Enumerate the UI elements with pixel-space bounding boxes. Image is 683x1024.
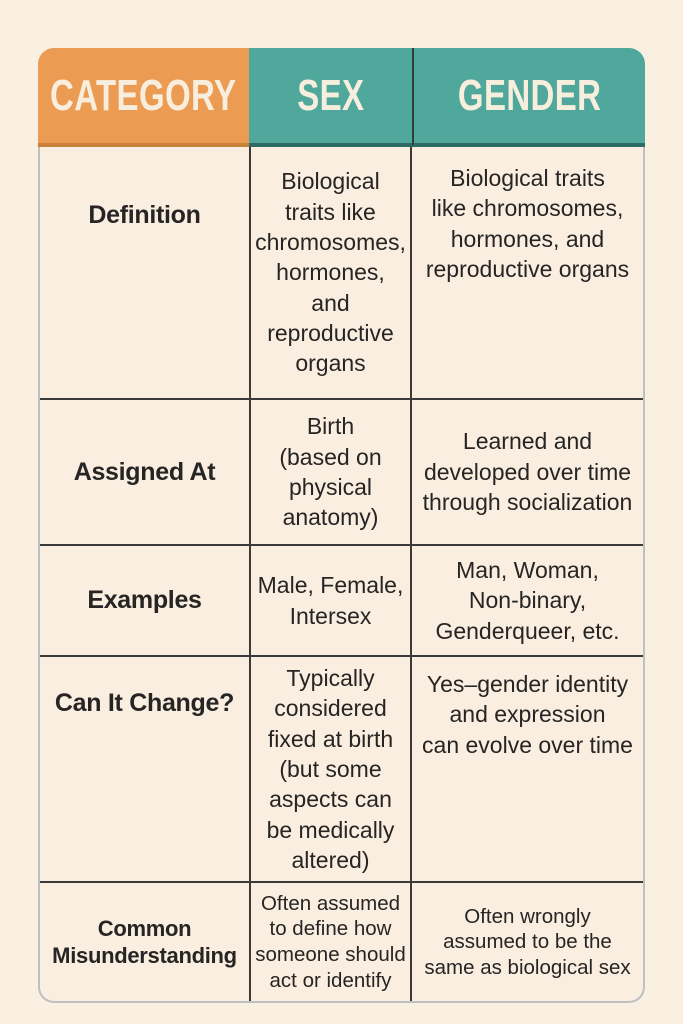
row-label-can-it-change: Can It Change? xyxy=(40,655,249,882)
common-misunderstanding-gender-cell: Often wrongly assumed to be the same as … xyxy=(412,881,643,1001)
definition-gender-cell: Biological traits like chromosomes, horm… xyxy=(425,165,630,283)
row-label-common-misunderstanding: Common Misunderstanding xyxy=(40,881,249,1001)
header-label-sex: SEX xyxy=(296,70,365,120)
examples-gender-cell: Man, Woman, Non-binary, Genderqueer, etc… xyxy=(412,544,643,655)
can-it-change-gender-cell: Yes–gender identity and expression can e… xyxy=(412,655,643,882)
row-label-examples: Examples xyxy=(40,544,249,655)
sex-vs-gender-table: CATEGORY SEX GENDER Definition Biologica… xyxy=(38,48,645,1003)
row-label-definition: Definition xyxy=(88,201,201,229)
can-it-change-sex-cell: Typically considered fixed at birth (but… xyxy=(249,655,412,882)
table-row-examples: Examples Male, Female, Intersex Man, Wom… xyxy=(40,544,643,655)
table-row-common-misunderstanding: Common Misunderstanding Often assumed to… xyxy=(40,881,643,1001)
common-misunderstanding-sex-cell: Often assumed to define how someone shou… xyxy=(249,881,412,1001)
table-row-assigned-at: Assigned At Birth (based on physical ana… xyxy=(40,398,643,544)
header-cell-sex: SEX xyxy=(249,48,412,147)
header-cell-gender: GENDER xyxy=(412,48,645,147)
table-row-can-it-change: Can It Change? Typically considered fixe… xyxy=(40,655,643,882)
assigned-at-sex-cell: Birth (based on physical anatomy) xyxy=(249,398,412,544)
examples-sex-cell: Male, Female, Intersex xyxy=(249,544,412,655)
header-label-gender: GENDER xyxy=(457,70,602,120)
table-header-row: CATEGORY SEX GENDER xyxy=(38,48,645,147)
header-label-category: CATEGORY xyxy=(50,70,237,120)
table-body: Definition Biological traits like chromo… xyxy=(38,147,645,1003)
assigned-at-gender-cell: Learned and developed over time through … xyxy=(412,398,643,544)
row-label-assigned-at: Assigned At xyxy=(40,398,249,544)
table-row-definition: Definition Biological traits like chromo… xyxy=(40,147,643,398)
header-cell-category: CATEGORY xyxy=(38,48,249,147)
definition-sex-cell: Biological traits like chromosomes, horm… xyxy=(249,147,412,398)
